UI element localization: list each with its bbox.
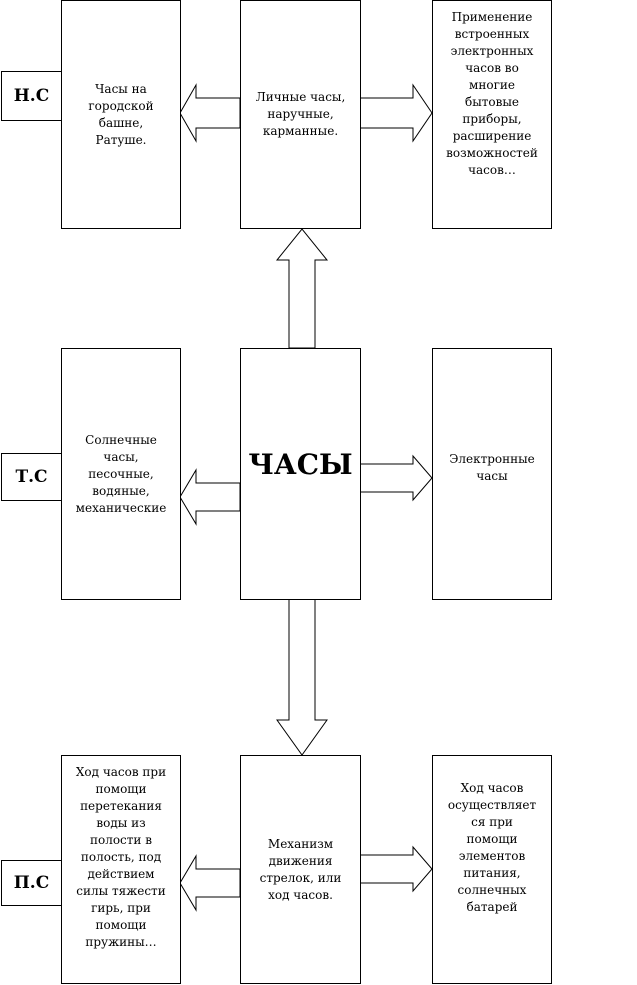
arrow-middle-to-left: [179, 468, 241, 526]
box-middle-right: Электронные часы: [432, 348, 552, 600]
arrow-center-up: [275, 228, 329, 349]
box-top-left: Часы на городской башне, Ратуше.: [61, 0, 181, 229]
box-bottom-right-text: Ход часов осуществляет ся при помощи эле…: [447, 781, 537, 914]
box-bottom-center-text: Механизм движения стрелок, или ход часов…: [259, 836, 342, 902]
box-middle-right-text: Электронные часы: [449, 452, 535, 483]
arrow-top-to-right: [359, 83, 433, 143]
stage-tag-future: П.С: [1, 860, 61, 906]
box-top-center-text: Личные часы, наручные, карманные.: [255, 90, 346, 138]
arrow-bottom-to-right: [359, 845, 433, 893]
arrow-center-down: [276, 598, 328, 756]
box-middle-left-text: Солнечные часы, песочные, водяные, механ…: [75, 432, 167, 515]
box-top-right-text: Применение встроенных электронных часов …: [446, 10, 538, 177]
box-bottom-left-text: Ход часов при помощи перетекания воды из…: [75, 765, 167, 949]
arrow-middle-to-right: [359, 454, 433, 502]
center-title: ЧАСЫ: [248, 447, 353, 481]
box-top-center: Личные часы, наручные, карманные.: [240, 0, 361, 229]
box-bottom-center: Механизм движения стрелок, или ход часов…: [240, 755, 361, 984]
box-middle-left: Солнечные часы, песочные, водяные, механ…: [61, 348, 181, 600]
arrow-top-to-left: [179, 83, 241, 143]
box-top-left-text: Часы на городской башне, Ратуше.: [88, 81, 154, 147]
stage-tag-past: Н.С: [1, 71, 61, 121]
box-bottom-left: Ход часов при помощи перетекания воды из…: [61, 755, 181, 984]
stage-tag-present: Т.С: [1, 453, 61, 501]
box-middle-center: ЧАСЫ: [240, 348, 361, 600]
box-top-right: Применение встроенных электронных часов …: [432, 0, 552, 229]
box-bottom-right: Ход часов осуществляет ся при помощи эле…: [432, 755, 552, 984]
arrow-bottom-to-left: [179, 854, 241, 912]
